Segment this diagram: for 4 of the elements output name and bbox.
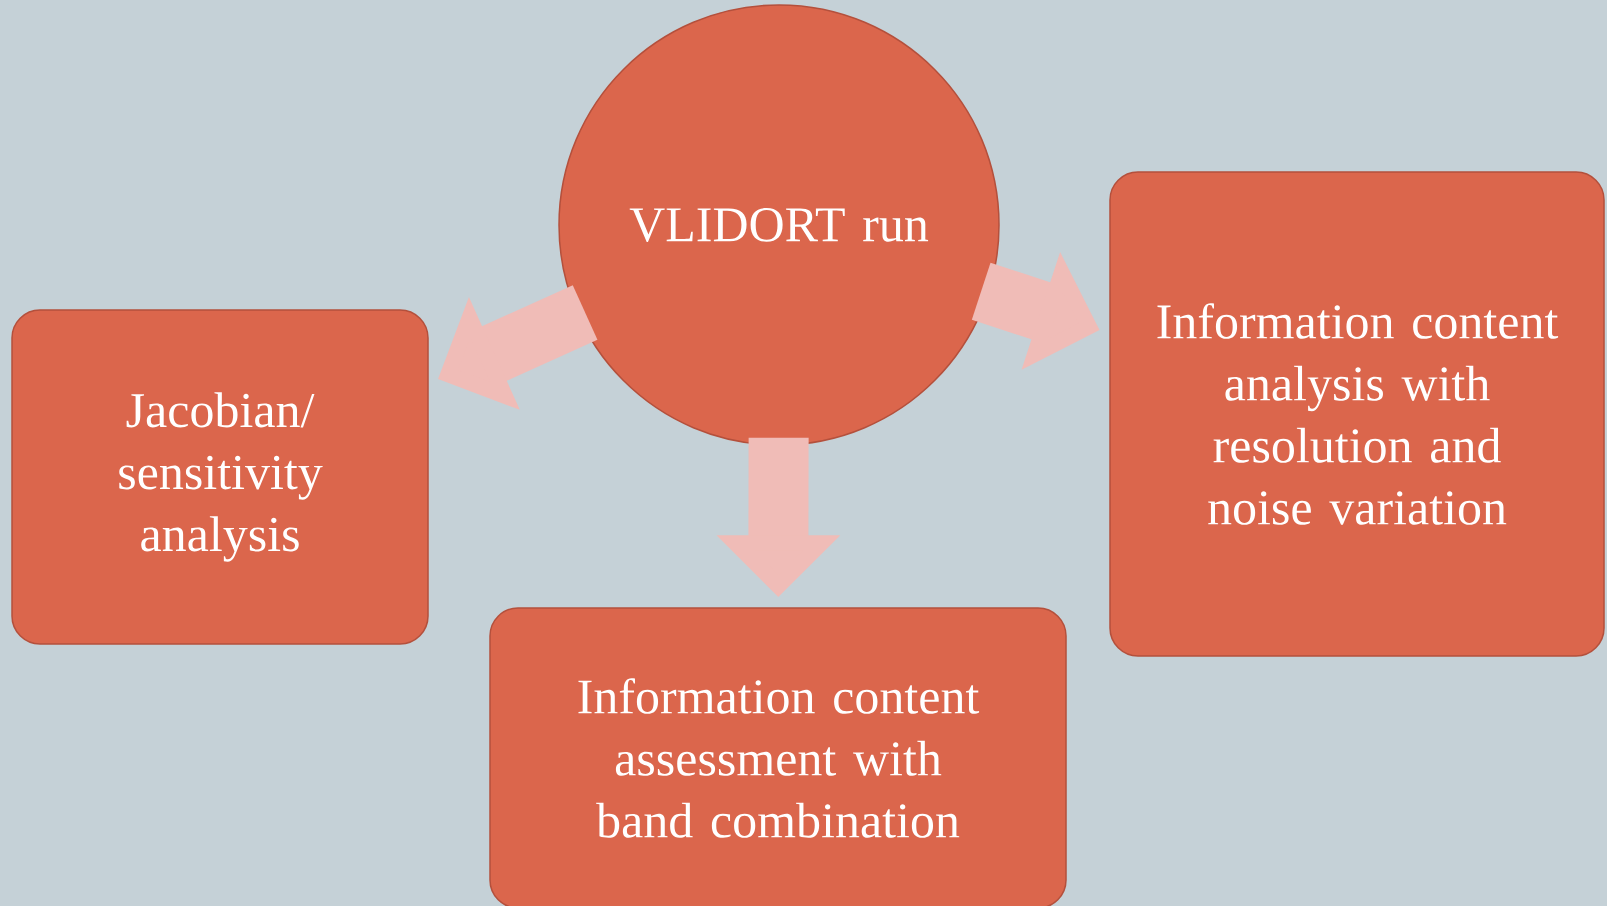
process-box: Jacobian/ sensitivity analysis	[11, 309, 429, 645]
process-box: Information content assessment with band combination	[489, 607, 1067, 906]
process-box: Information content analysis with resolution and noise variation	[1109, 171, 1605, 657]
circle-node: VLIDORT run	[558, 4, 1000, 446]
